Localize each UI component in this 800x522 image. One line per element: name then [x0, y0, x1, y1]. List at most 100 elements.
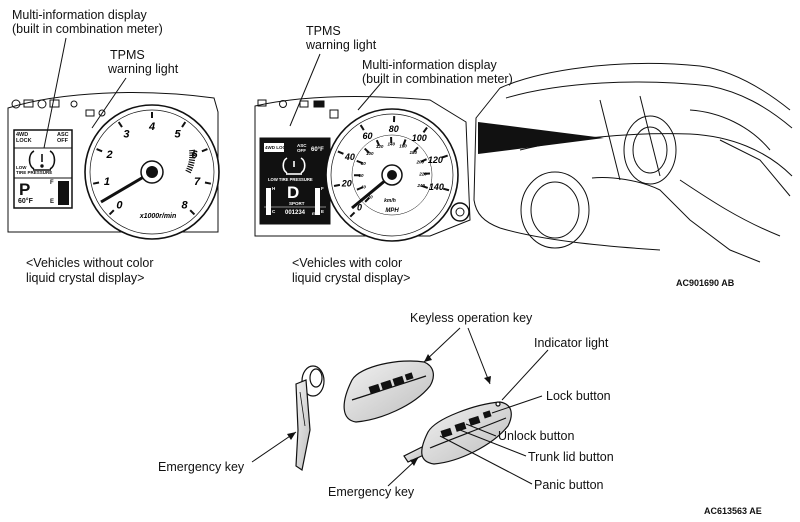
speedometer-tick-label: 20	[341, 179, 352, 189]
caption-left-line1: <Vehicles without color	[26, 256, 154, 270]
speedometer-tick-label: 0	[357, 203, 362, 213]
tachometer-tick-mark	[204, 181, 212, 185]
keyless-operation-key-front	[403, 401, 512, 465]
tachometer-tick-mark	[108, 209, 115, 216]
left-callout-lines	[43, 37, 127, 149]
lcd-center-f: F	[321, 186, 324, 191]
vehicle-interior-sketch	[473, 62, 793, 263]
speedometer-inner-tick-label: 80	[361, 161, 367, 166]
callout-mid-left-line2: (built in combination meter)	[12, 22, 163, 36]
lcd-left-4wd: 4WD	[16, 132, 29, 138]
lcd-center-c: C	[272, 209, 276, 214]
speedometer-inner-tick-mark	[413, 146, 419, 153]
speedometer-tick-label: 80	[389, 124, 399, 134]
speedometer-inner-tick-mark	[356, 186, 363, 191]
speedometer-inner-tick-label: 20	[367, 194, 374, 199]
speedometer-unit-kmh: km/h	[384, 198, 396, 204]
tachometer-tick-label: 2	[105, 149, 112, 161]
key-callout-lines	[251, 327, 549, 487]
label-indicator-light: Indicator light	[534, 336, 609, 350]
speedometer-tick-mark	[333, 183, 341, 187]
speedometer-inner-tick-label: 160	[399, 144, 407, 149]
left-indicator-row	[11, 99, 106, 117]
tachometer-tick-mark	[92, 181, 100, 185]
emergency-key-standalone	[295, 365, 325, 471]
lcd-center-h: H	[272, 186, 276, 191]
lcd-left-lock: LOCK	[16, 138, 32, 144]
speedometer-inner-tick-mark	[364, 147, 370, 154]
left-multi-information-display	[13, 129, 73, 209]
lcd-center-badge: 4WD LOCK	[265, 145, 289, 150]
tachometer-tick-label: 7	[194, 176, 201, 188]
lcd-left-row1-left: 4WD LOCK	[16, 132, 32, 144]
tachometer-tick-label: 1	[104, 176, 110, 188]
center-callout-lines	[289, 53, 383, 127]
lcd-center-temp: 60°F	[311, 147, 324, 153]
speedometer-inner-tick-mark	[375, 139, 381, 147]
lcd-left-message: LOW TIRE PRESSURE	[16, 165, 52, 175]
display-location-pointer	[478, 122, 604, 154]
lcd-left-msg-low: LOW	[16, 165, 27, 170]
speedometer-tick-mark	[349, 211, 356, 218]
label-trunk-lid-button: Trunk lid button	[528, 450, 614, 464]
speedometer-inner-tick-label: 240	[416, 183, 425, 188]
tachometer-tick-label: 5	[174, 129, 181, 141]
caption-left: <Vehicles without color liquid crystal d…	[26, 256, 154, 286]
center-indicator-row	[257, 99, 339, 119]
lcd-left-off: OFF	[57, 138, 68, 144]
left-tpms-warning-symbol	[28, 150, 56, 171]
speedometer-tick-label: 100	[412, 133, 427, 143]
caption-left-line2: liquid crystal display>	[26, 271, 145, 285]
lcd-center-asc-line1: ASC	[297, 143, 307, 148]
label-lock-button: Lock button	[546, 389, 611, 403]
callout-mid-center: Multi-information display (built in comb…	[362, 58, 513, 86]
callout-mid-left-line1: Multi-information display	[12, 8, 147, 22]
speedometer-tick-label: 120	[428, 155, 443, 165]
speedometer-tick-label: 40	[344, 152, 355, 162]
label-panic-button: Panic button	[534, 478, 604, 492]
callout-tpms-center: TPMS warning light	[306, 24, 376, 52]
callout-mid-left: Multi-information display (built in comb…	[12, 8, 163, 36]
lcd-left-row1-right: ASC OFF	[57, 132, 69, 144]
speedometer-inner-tick-label: 60	[358, 173, 364, 178]
label-unlock-button: Unlock button	[498, 429, 575, 443]
label-keyless-operation-key: Keyless operation key	[410, 311, 533, 325]
center-tpms-warning-symbol	[282, 157, 306, 175]
speedometer-inner-tick-label: 40	[360, 185, 367, 190]
tachometer-unit: x1000r/min	[139, 213, 177, 220]
speedometer-tick-mark	[442, 187, 450, 192]
lcd-center-asc: ASC OFF	[297, 143, 307, 153]
speedometer-tick-label: 60	[363, 131, 373, 141]
callout-tpms-center-line1: TPMS	[306, 24, 341, 38]
speedometer-tick-mark	[441, 154, 449, 159]
tachometer-tick-label: 3	[123, 129, 129, 141]
lcd-left-msg-tire: TIRE PRESSURE	[16, 170, 53, 175]
lcd-left-asc: ASC	[57, 132, 69, 138]
keyless-operation-key-rear	[343, 360, 434, 423]
figure-code-bottom: AC613563 AE	[704, 506, 762, 516]
speedometer-inner-tick-label: 220	[418, 171, 427, 176]
speedometer-inner-tick-label: 120	[376, 144, 384, 149]
speedometer-inner-tick-mark	[421, 185, 429, 189]
callout-mid-center-line1: Multi-information display	[362, 58, 497, 72]
caption-center: <Vehicles with color liquid crystal disp…	[292, 256, 410, 286]
speedometer-inner-tick-label: 140	[388, 142, 396, 147]
speedometer-inner-tick-mark	[402, 139, 407, 146]
speedometer-inner-tick-mark	[420, 158, 427, 163]
tachometer-tick-mark	[181, 121, 187, 128]
caption-center-line2: liquid crystal display>	[292, 271, 411, 285]
lcd-center-odometer-unit: mi	[312, 211, 318, 216]
speedometer-inner-tick-label: 180	[409, 150, 417, 155]
speedometer-unit-mph: MPH	[385, 208, 399, 214]
lcd-center-odometer: 001234	[285, 210, 306, 216]
lcd-center-mode: SPORT	[289, 201, 305, 206]
lcd-center-message: LOW TIRE PRESSURE	[268, 177, 313, 182]
label-emergency-key-bottom: Emergency key	[328, 485, 415, 499]
lcd-left-fuel-f: F	[50, 180, 54, 186]
speedometer-tick-mark	[337, 150, 344, 155]
lcd-left-gear: P	[19, 180, 31, 199]
